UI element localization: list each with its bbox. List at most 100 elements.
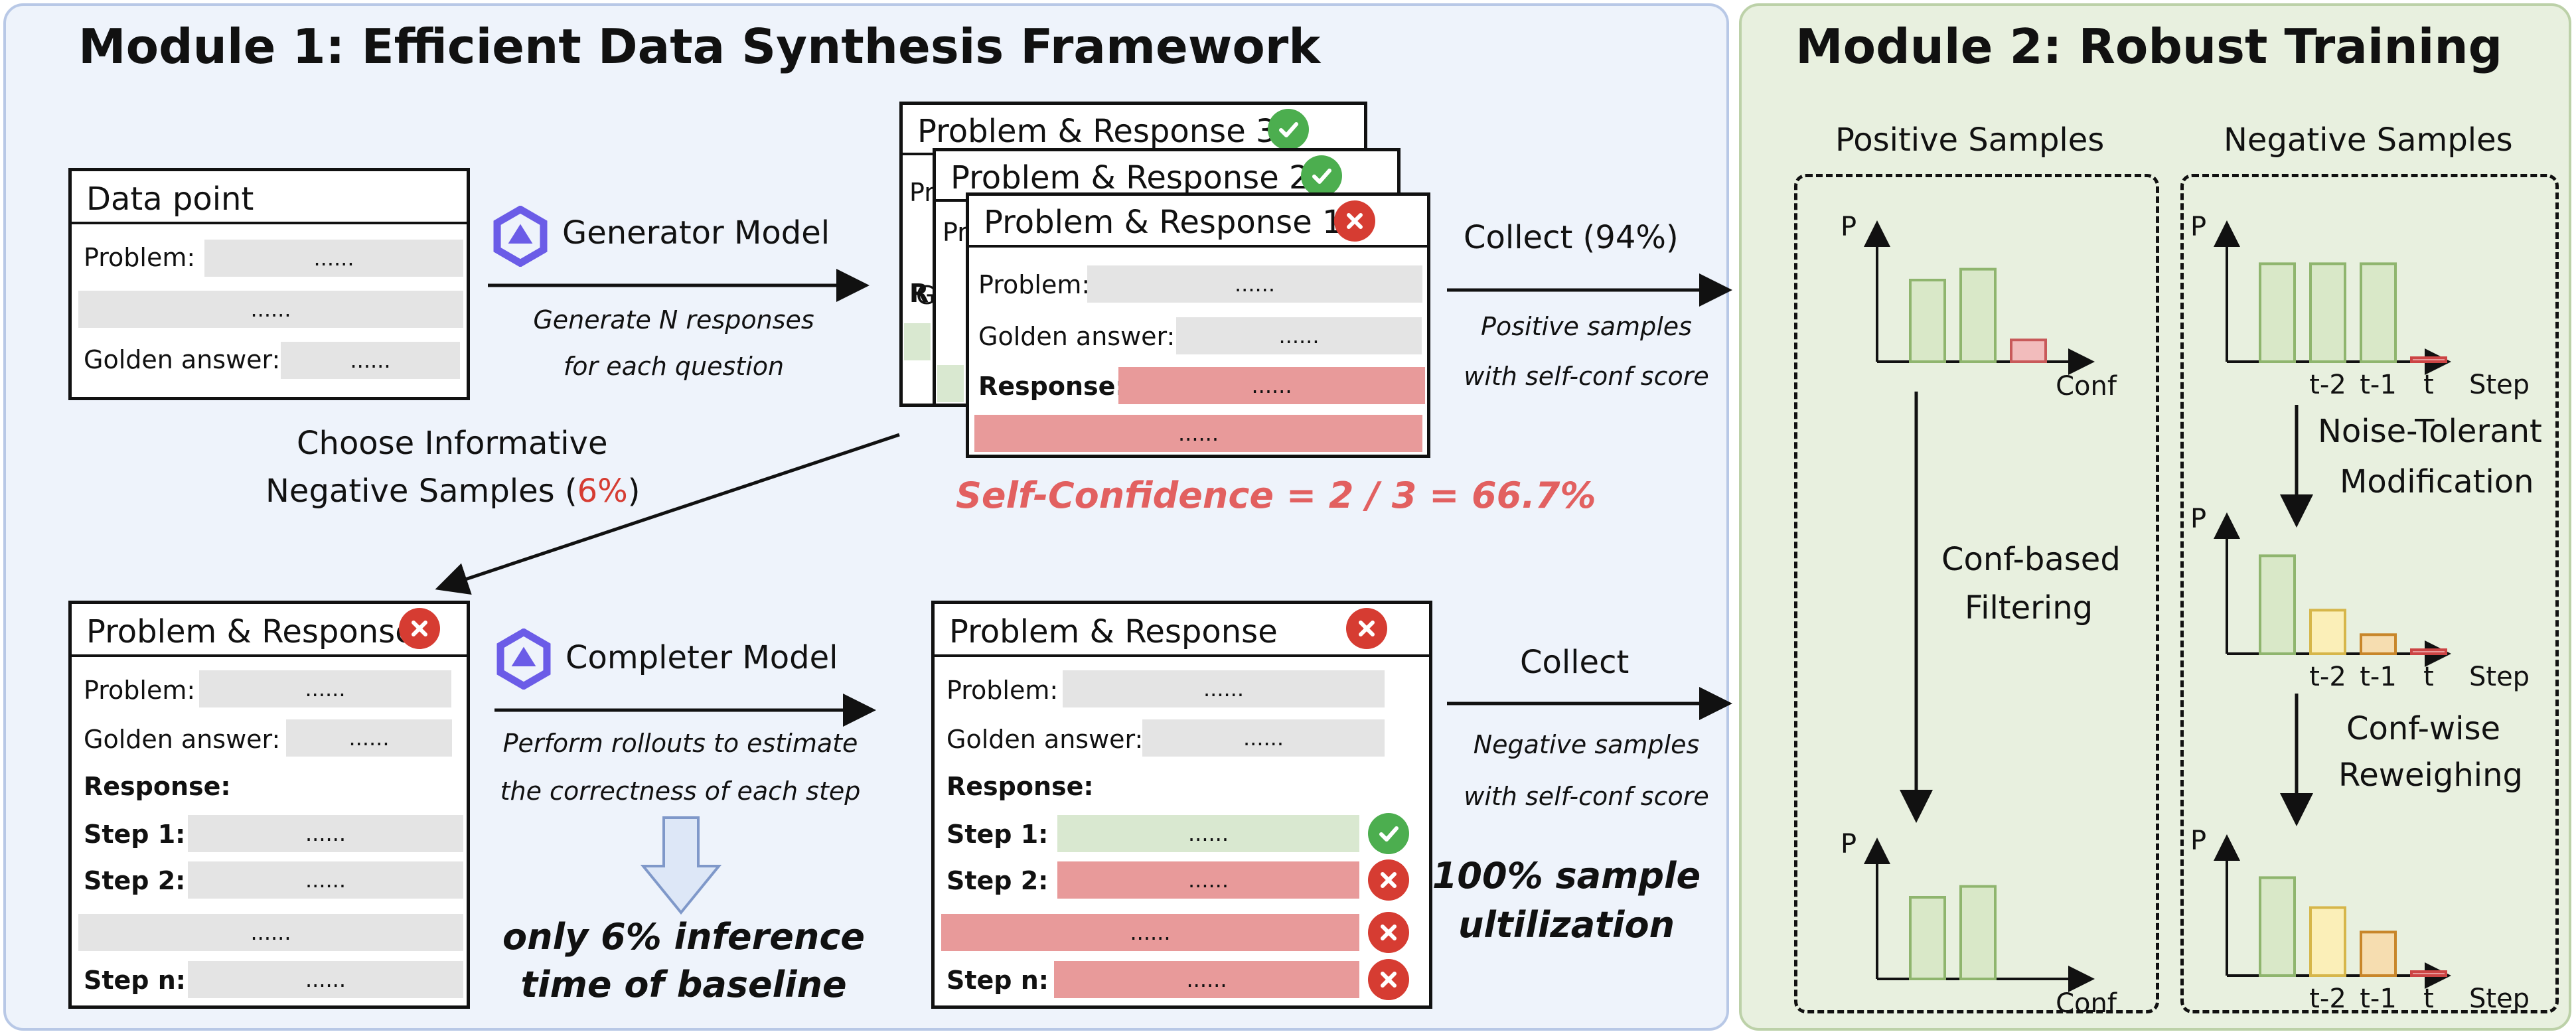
neg-mid-t-label: t bbox=[2423, 662, 2434, 692]
neg-problem-label: Problem: bbox=[84, 676, 196, 705]
collect-negative-label: Collect bbox=[1520, 644, 1629, 681]
generator-desc-1: Generate N responses bbox=[533, 305, 814, 334]
completer-desc-1: Perform rollouts to estimate bbox=[502, 729, 858, 758]
neg-top-t1-label: t-1 bbox=[2360, 370, 2397, 400]
result-step1-label: Step 1: bbox=[947, 820, 1049, 849]
golden-answer-label: Golden answer: bbox=[84, 345, 281, 374]
response-card-3-title: Problem & Response 3 bbox=[917, 113, 1276, 150]
neg-top-bar-3 bbox=[2360, 262, 2397, 363]
neg-bottom-p-label: P bbox=[2190, 826, 2206, 856]
result-card-header: Problem & Response bbox=[935, 604, 1429, 657]
golden-answer-field: ...... bbox=[281, 342, 460, 379]
neg-top-bar-1 bbox=[2259, 262, 2296, 363]
collect-positive-desc-1: Positive samples bbox=[1481, 312, 1692, 341]
pos-bottom-bar-2 bbox=[1959, 885, 1997, 980]
utilization-line1: 100% sample bbox=[1432, 855, 1701, 897]
neg-step1-field: ...... bbox=[188, 815, 463, 852]
collect-positive-label: Collect (94%) bbox=[1464, 219, 1679, 256]
neg-mid-p-label: P bbox=[2190, 504, 2206, 534]
choose-informative-line1: Choose Informative bbox=[297, 425, 608, 462]
result-golden-label: Golden answer: bbox=[947, 725, 1144, 754]
neg-bottom-t2-label: t-2 bbox=[2309, 984, 2346, 1014]
result-problem-field: ...... bbox=[1063, 670, 1385, 707]
response-card-1-title: Problem & Response 1 bbox=[984, 204, 1343, 241]
completer-model-label: Completer Model bbox=[566, 639, 838, 676]
check-icon bbox=[1268, 109, 1309, 150]
neg-top-t2-label: t-2 bbox=[2309, 370, 2346, 400]
completer-desc-2: the correctness of each step bbox=[500, 777, 861, 806]
pos-bottom-p-label: P bbox=[1841, 829, 1856, 859]
arrow-choose-negative bbox=[435, 433, 900, 595]
result-stepn-field: ...... bbox=[1054, 961, 1359, 998]
cross-icon bbox=[1368, 959, 1409, 1000]
noise-tolerant-line1: Noise-Tolerant bbox=[2318, 413, 2542, 450]
choose-percent: 6% bbox=[577, 473, 628, 510]
result-response-label: Response: bbox=[947, 772, 1094, 801]
neg-bottom-t1-label: t-1 bbox=[2360, 984, 2397, 1014]
problem-field-continued: ...... bbox=[78, 291, 463, 328]
pos-bottom-conf-label: Conf bbox=[2056, 988, 2117, 1019]
card1-problem-field: ...... bbox=[1087, 265, 1422, 303]
result-step1-field: ...... bbox=[1057, 815, 1359, 852]
neg-golden-field: ...... bbox=[286, 719, 452, 757]
response-card-1-header: Problem & Response 1 bbox=[969, 196, 1427, 248]
card2-partial-green bbox=[937, 365, 964, 402]
response-card-2-title: Problem & Response 2 bbox=[950, 159, 1310, 196]
card3-partial-r: R bbox=[909, 279, 929, 308]
check-icon bbox=[1368, 813, 1409, 854]
result-stepn-label: Step n: bbox=[947, 966, 1049, 995]
card2-partial-g: G bbox=[916, 281, 936, 310]
neg-golden-label: Golden answer: bbox=[84, 725, 281, 754]
choose-text-b: ) bbox=[627, 473, 641, 510]
neg-mid-t1-label: t-1 bbox=[2360, 662, 2397, 692]
positive-samples-title: Positive Samples bbox=[1835, 121, 2105, 159]
module1-title: Module 1: Efficient Data Synthesis Frame… bbox=[78, 19, 1321, 74]
positive-samples-box bbox=[1794, 174, 2159, 1013]
generator-model-label: Generator Model bbox=[562, 214, 830, 252]
negative-card-title: Problem & Response bbox=[86, 613, 415, 650]
neg-response-label: Response: bbox=[84, 772, 231, 801]
cross-icon bbox=[1346, 608, 1387, 649]
collect-positive-desc-2: with self-conf score bbox=[1464, 362, 1709, 391]
neg-top-bar-4 bbox=[2410, 356, 2447, 363]
pos-top-bar-3 bbox=[2010, 338, 2047, 364]
card1-problem-label: Problem: bbox=[978, 270, 1091, 299]
neg-stepn-label: Step n: bbox=[84, 966, 186, 995]
result-golden-field: ...... bbox=[1142, 719, 1385, 757]
pos-top-bar-1 bbox=[1909, 279, 1946, 363]
result-card-title: Problem & Response bbox=[949, 613, 1278, 650]
neg-mid-t2-label: t-2 bbox=[2309, 662, 2346, 692]
neg-top-bar-2 bbox=[2309, 262, 2346, 363]
qwen-logo-icon bbox=[493, 206, 548, 267]
problem-label: Problem: bbox=[84, 243, 196, 272]
neg-bottom-t-label: t bbox=[2423, 984, 2434, 1014]
neg-top-p-label: P bbox=[2190, 212, 2206, 242]
neg-mid-bar-4 bbox=[2410, 648, 2447, 655]
neg-problem-field: ...... bbox=[199, 670, 451, 707]
negative-card-header: Problem & Response bbox=[72, 604, 467, 657]
rollout-result-card: Problem & Response Problem: ...... Golde… bbox=[931, 601, 1432, 1009]
problem-field: ...... bbox=[204, 240, 463, 277]
result-step2-label: Step 2: bbox=[947, 866, 1049, 895]
reweighing-line1: Conf-wise bbox=[2346, 710, 2501, 747]
card1-response-field: ...... bbox=[1118, 367, 1425, 404]
neg-step2-label: Step 2: bbox=[84, 866, 186, 895]
cross-icon bbox=[399, 608, 440, 649]
cross-icon bbox=[1368, 912, 1409, 953]
neg-step-continued-field: ...... bbox=[78, 914, 463, 951]
response-card-1: Problem & Response 1 Problem: ...... Gol… bbox=[966, 192, 1430, 458]
check-icon bbox=[1301, 155, 1342, 196]
result-step-continued-field: ...... bbox=[941, 914, 1359, 951]
card2-partial-label: Pr bbox=[943, 218, 968, 247]
inference-down-arrow bbox=[640, 816, 722, 915]
card3-partial-label: Pr bbox=[909, 178, 935, 207]
neg-bottom-bar-1 bbox=[2259, 876, 2296, 978]
inference-line2: time of baseline bbox=[520, 964, 847, 1005]
reweighing-line2: Reweighing bbox=[2338, 757, 2523, 794]
neg-bottom-bar-4 bbox=[2410, 970, 2447, 977]
utilization-line2: ultilization bbox=[1458, 904, 1675, 946]
neg-top-t-label: t bbox=[2423, 370, 2434, 400]
negative-samples-title: Negative Samples bbox=[2224, 121, 2513, 159]
